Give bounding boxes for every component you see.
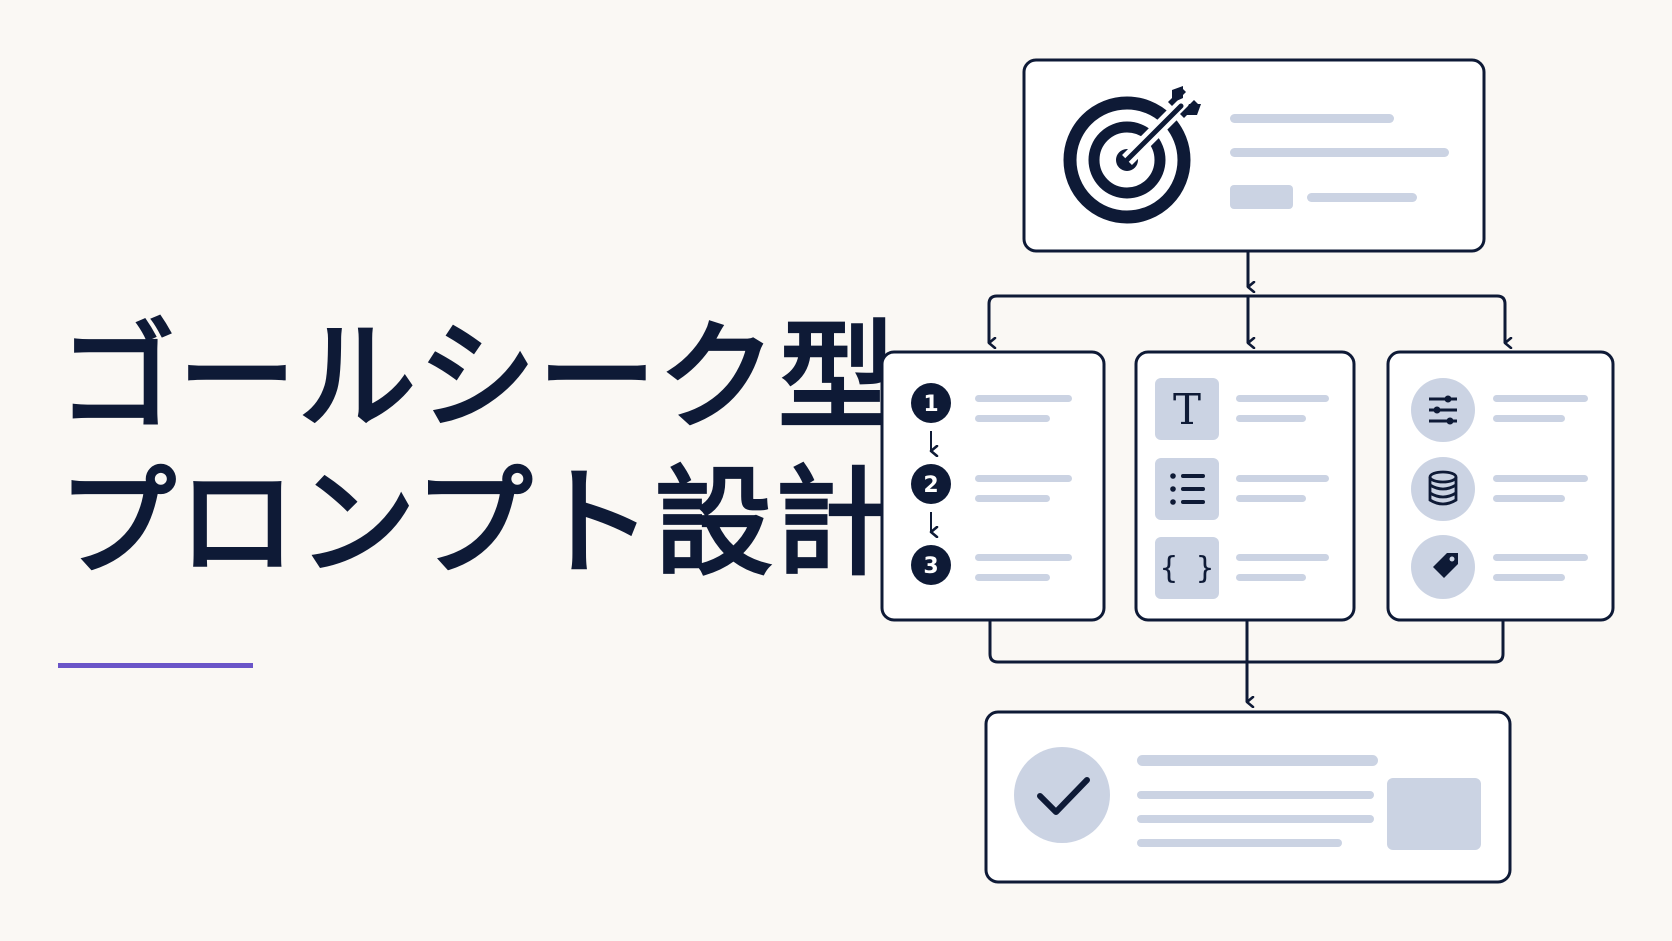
text-placeholder bbox=[1493, 574, 1565, 581]
text-placeholder bbox=[1236, 574, 1306, 581]
text-placeholder bbox=[975, 495, 1050, 502]
text-placeholder bbox=[1236, 415, 1306, 422]
text-placeholder bbox=[1230, 148, 1449, 157]
text-placeholder bbox=[975, 415, 1050, 422]
text-placeholder bbox=[975, 475, 1072, 482]
text-T-icon: T bbox=[1155, 378, 1219, 440]
number-3-icon: 3 bbox=[911, 545, 951, 585]
branch-format-box: T { } bbox=[1134, 350, 1356, 622]
text-placeholder bbox=[1493, 415, 1565, 422]
title-block: ゴールシーク型 プロンプト設計 bbox=[58, 318, 898, 582]
bulleted-list-icon bbox=[1155, 458, 1219, 520]
badge-placeholder bbox=[1230, 185, 1293, 209]
text-placeholder bbox=[1236, 475, 1329, 482]
sliders-icon bbox=[1411, 378, 1475, 442]
goal-box bbox=[1022, 58, 1486, 253]
step-number-3: 3 bbox=[923, 554, 938, 579]
accent-underline bbox=[58, 663, 253, 668]
text-placeholder bbox=[1230, 114, 1394, 123]
merge-connectors bbox=[988, 620, 1505, 702]
number-1-icon: 1 bbox=[911, 383, 951, 423]
text-placeholder bbox=[1493, 475, 1588, 482]
branch-steps-box: 1 2 3 bbox=[880, 350, 1106, 622]
text-placeholder bbox=[1137, 791, 1374, 799]
text-placeholder bbox=[1236, 554, 1329, 561]
text-placeholder bbox=[975, 574, 1050, 581]
text-glyph: T bbox=[1173, 385, 1201, 434]
text-placeholder bbox=[1137, 755, 1378, 766]
result-box bbox=[984, 710, 1512, 884]
text-placeholder bbox=[1493, 395, 1588, 402]
branch-tools-box bbox=[1386, 350, 1615, 622]
text-placeholder bbox=[975, 395, 1072, 402]
text-placeholder bbox=[1493, 554, 1588, 561]
text-placeholder bbox=[1493, 495, 1565, 502]
text-placeholder bbox=[975, 554, 1072, 561]
title-line-1: ゴールシーク型 bbox=[58, 308, 899, 446]
step-number-1: 1 bbox=[923, 392, 938, 417]
image-placeholder bbox=[1387, 778, 1481, 850]
title-line-2: プロンプト設計 bbox=[58, 454, 895, 592]
code-braces-icon: { } bbox=[1155, 537, 1219, 599]
text-placeholder bbox=[1307, 193, 1417, 202]
text-placeholder bbox=[1236, 495, 1306, 502]
number-2-icon: 2 bbox=[911, 464, 951, 504]
text-placeholder bbox=[1137, 839, 1342, 847]
target-arrow-icon bbox=[1063, 86, 1201, 224]
step-number-2: 2 bbox=[923, 473, 938, 498]
split-connectors bbox=[987, 251, 1505, 343]
text-placeholder bbox=[1137, 815, 1374, 823]
tag-icon bbox=[1411, 535, 1475, 599]
text-placeholder bbox=[1236, 395, 1329, 402]
database-icon bbox=[1411, 457, 1475, 521]
code-glyph: { } bbox=[1160, 551, 1214, 586]
checkmark-icon bbox=[1014, 747, 1110, 843]
